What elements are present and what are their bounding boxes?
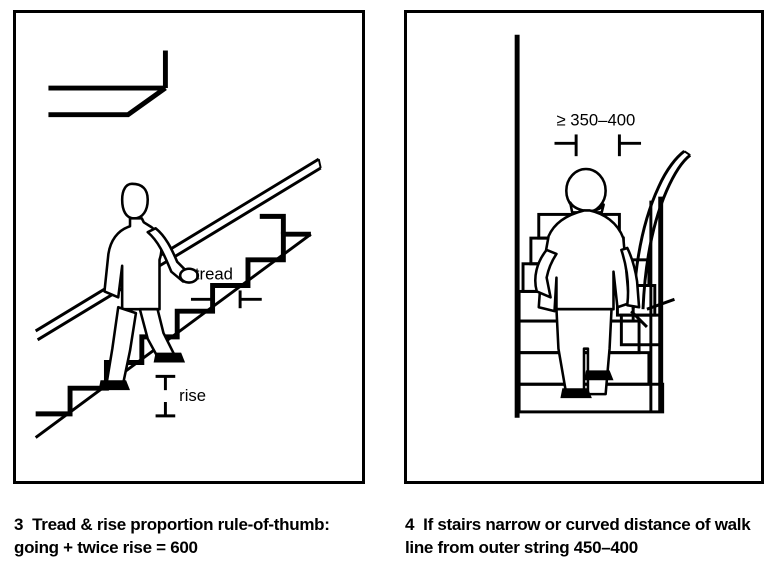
stair-profile	[35, 213, 311, 417]
rise-label: rise	[179, 386, 206, 405]
walk-line-label: ≥ 350–400	[556, 111, 635, 130]
caption-number-4: 4	[405, 515, 415, 535]
tread-label: tread	[195, 265, 233, 284]
caption-text-4: If stairs narrow or curved distance of w…	[405, 515, 751, 557]
figure-panel-3: tread rise	[13, 10, 365, 484]
person-figure-side	[98, 182, 200, 391]
soffit-detail	[48, 50, 168, 118]
stair-string-line	[34, 232, 312, 439]
person-figure-rear	[534, 167, 641, 399]
caption-text-3: Tread & rise proportion rule-of-thumb: g…	[14, 515, 330, 557]
rise-dimension: rise	[155, 374, 206, 418]
caption-number-3: 3	[14, 515, 24, 535]
walk-line-dimension: ≥ 350–400	[554, 111, 642, 157]
figure-panel-4: ≥ 350–400	[404, 10, 764, 484]
handrail	[34, 157, 322, 342]
tread-dimension: tread	[190, 265, 262, 309]
stair-section-drawing: tread rise	[34, 50, 322, 439]
stair-rear-view-drawing: ≥ 350–400	[514, 34, 692, 418]
